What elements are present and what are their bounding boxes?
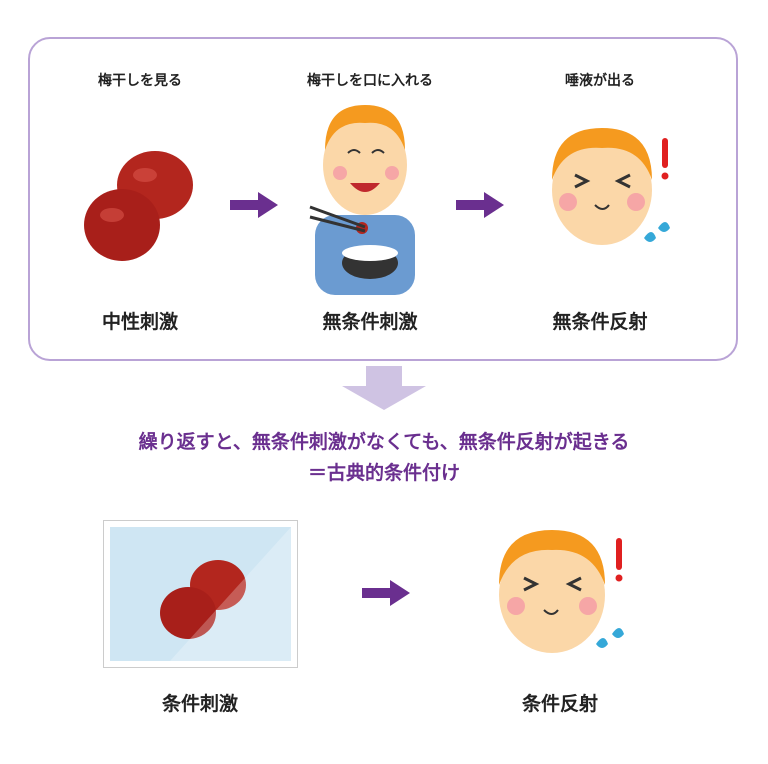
arrow-down-icon [342, 366, 426, 410]
arrow-right-icon [230, 192, 278, 218]
top-panel [28, 37, 738, 361]
umeboshi-picture [110, 527, 291, 661]
caption-see-plum: 梅干しを見る [98, 73, 182, 89]
arrow-right-icon [362, 580, 410, 606]
label-unconditioned-reflex: 無条件反射 [552, 311, 648, 333]
umeboshi-illustration [84, 151, 193, 261]
sour-face-illustration [499, 530, 624, 653]
sour-face-illustration [552, 128, 670, 245]
label-conditioned-stimulus: 条件刺激 [161, 693, 238, 715]
plum-photo-frame [103, 520, 298, 668]
label-neutral-stimulus: 中性刺激 [101, 311, 178, 333]
conclusion-line-1: 繰り返すと、無条件刺激がなくても、無条件反射が起きる [138, 431, 630, 453]
caption-salivate: 唾液が出る [565, 73, 635, 89]
arrow-right-icon [456, 192, 504, 218]
label-unconditioned-stimulus: 無条件刺激 [322, 311, 418, 333]
conclusion-line-2: ＝古典的条件付け [307, 462, 460, 484]
man-eating-illustration [309, 105, 415, 295]
caption-eat-plum: 梅干しを口に入れる [307, 73, 433, 89]
label-conditioned-reflex: 条件反射 [521, 693, 598, 715]
